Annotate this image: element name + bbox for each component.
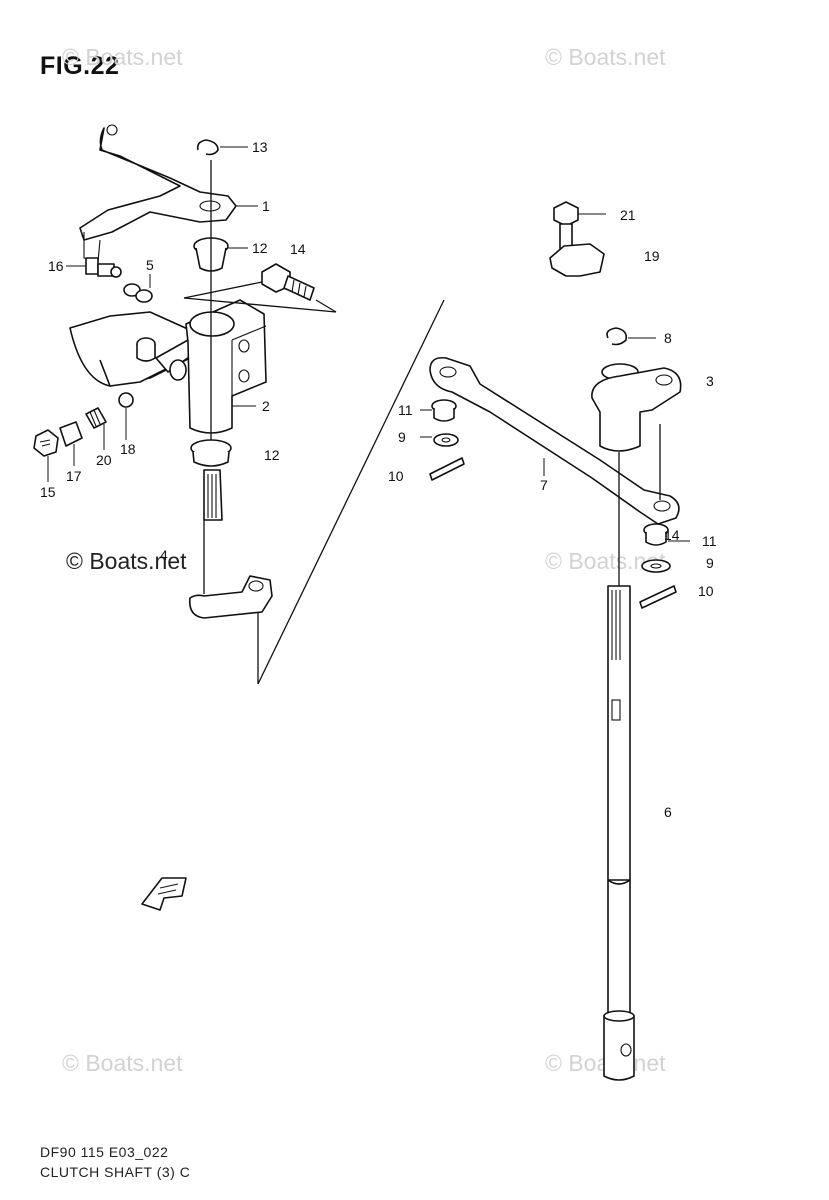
callout-7: 7 xyxy=(540,477,548,493)
bracket-part xyxy=(69,311,221,387)
callout-6: 6 xyxy=(664,804,672,820)
callout-17: 17 xyxy=(66,468,82,484)
callout-12: 12 xyxy=(252,240,268,256)
callout-1: 1 xyxy=(262,198,270,214)
footer-caption: CLUTCH SHAFT (3) C xyxy=(40,1164,191,1180)
bolt-part xyxy=(261,263,315,301)
callout-numbers: 13 1 12 14 16 5 2 18 12 20 17 15 4 21 19… xyxy=(40,139,717,820)
callout-11: 11 xyxy=(702,533,717,549)
guide-lines xyxy=(183,160,445,685)
washer-pin-set xyxy=(639,523,677,609)
callout-9: 9 xyxy=(706,555,714,571)
grommet-part xyxy=(123,283,153,303)
clutch-shaft-part xyxy=(603,424,661,1081)
watermark: © Boats.net xyxy=(545,44,666,70)
callout-4: 4 xyxy=(160,547,168,563)
callout-8: 8 xyxy=(664,330,672,346)
callout-5: 5 xyxy=(146,257,154,273)
clevis-pin-part xyxy=(85,257,122,278)
figure-title: FIG.22 xyxy=(40,52,120,80)
callout-11: 11 xyxy=(398,402,413,418)
callout-10: 10 xyxy=(698,583,714,599)
callout-14: 14 xyxy=(664,527,680,543)
front-direction-arrow-icon xyxy=(141,877,187,911)
callout-18: 18 xyxy=(120,441,136,457)
clip-part xyxy=(196,139,219,156)
callout-9: 9 xyxy=(398,429,406,445)
clamp-part xyxy=(549,243,605,277)
callout-21: 21 xyxy=(620,207,636,223)
detent-assembly-part xyxy=(33,392,134,457)
lower-arm-part xyxy=(188,469,273,619)
bush-part xyxy=(190,439,232,467)
leader-lines xyxy=(47,146,690,542)
link-rod-part xyxy=(429,356,680,525)
washer-pin-set xyxy=(429,399,465,481)
callout-2: 2 xyxy=(262,398,270,414)
lever-part xyxy=(591,363,682,452)
watermark: © Boats.net xyxy=(62,1050,183,1076)
callout-3: 3 xyxy=(706,373,714,389)
callout-13: 13 xyxy=(252,139,268,155)
callout-12: 12 xyxy=(264,447,280,463)
watermark: © Boats.net xyxy=(62,44,183,70)
callout-19: 19 xyxy=(644,248,660,264)
callout-20: 20 xyxy=(96,452,112,468)
shaft-housing-part xyxy=(185,299,267,434)
callout-14: 14 xyxy=(290,241,306,257)
callout-10: 10 xyxy=(388,468,404,484)
callout-16: 16 xyxy=(48,258,64,274)
clip-part xyxy=(606,327,628,346)
watermark: © Boats.net xyxy=(66,548,187,574)
footer-code: DF90 115 E03_022 xyxy=(40,1144,169,1160)
callout-15: 15 xyxy=(40,484,56,500)
